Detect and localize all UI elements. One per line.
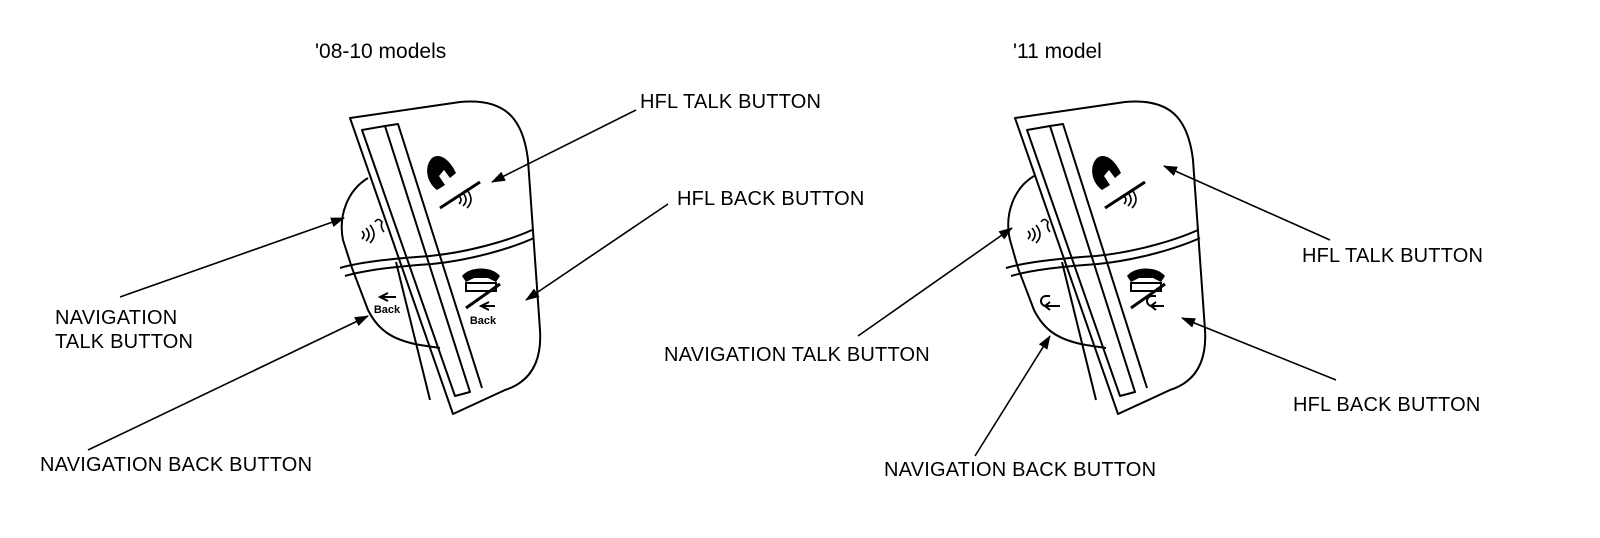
inner-rail-0810 [361,125,471,397]
leader-hfl-back-11 [1181,317,1337,381]
leader-hfl-talk-0810 [491,109,637,183]
label-hfl-back-11: HFL BACK BUTTON [1293,394,1481,416]
leader-hfl-talk-11 [1163,165,1331,241]
hfl-back-text-0810: Back [470,315,497,327]
nav-back-icon-11 [1040,295,1060,311]
leaders-11 [857,165,1337,457]
split-line-11 [1005,229,1199,269]
hfl-talk-icon-11 [1092,155,1146,210]
nav-talk-icon-11 [1027,218,1051,244]
nav-back-text-0810: Back [374,304,401,316]
leader-nav-talk-0810 [119,217,345,298]
front-plate-11 [1014,100,1207,415]
leaders-0810 [87,109,669,451]
hfl-back-icon-0810: Back [462,268,501,327]
leader-nav-back-0810 [87,315,369,451]
split-line-0810 [339,229,533,269]
leader-hfl-back-0810 [525,203,669,301]
switch-assembly-0810 [339,100,542,415]
nav-talk-icon-0810 [361,218,385,244]
nav-back-icon-0810: Back [374,292,401,316]
hfl-talk-icon-0810 [427,155,481,210]
front-plate-0810 [349,100,542,415]
leader-nav-back-11 [974,335,1051,457]
nav-pod-11 [1007,175,1107,349]
label-hfl-talk-11: HFL TALK BUTTON [1302,245,1484,267]
hfl-back-icon-11 [1127,268,1166,311]
inner-rail-11 [1026,125,1136,397]
label-nav-back-0810: NAVIGATION BACK BUTTON [40,454,313,476]
nav-pod-0810 [340,177,441,349]
panel-title-11: '11 model [1013,40,1102,63]
label-hfl-talk-0810: HFL TALK BUTTON [640,91,822,113]
label-nav-talk-11: NAVIGATION TALK BUTTON [664,344,930,366]
label-nav-back-11: NAVIGATION BACK BUTTON [884,459,1157,481]
switch-assembly-11 [1005,100,1207,415]
label-hfl-back-0810: HFL BACK BUTTON [677,188,865,210]
leader-nav-talk-11 [857,227,1013,337]
panel-title-0810: '08-10 models [315,40,447,63]
label-nav-talk-0810: NAVIGATION TALK BUTTON [55,307,194,353]
